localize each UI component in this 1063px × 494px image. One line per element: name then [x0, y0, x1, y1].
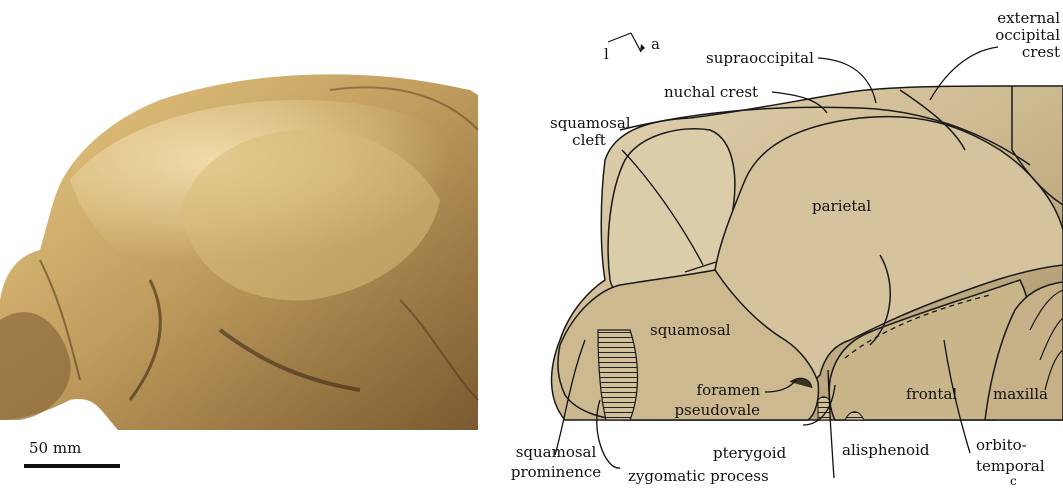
label-squamosal-prominence: squamosal prominence	[508, 444, 604, 481]
label-zygomatic-process: zygomatic process	[628, 468, 769, 485]
label-squamosal: squamosal	[650, 322, 731, 339]
label-maxilla: maxilla	[993, 386, 1048, 403]
label-frontal: frontal	[906, 386, 957, 403]
specimen-drawing	[552, 86, 1063, 420]
label-pterygoid: pterygoid	[713, 445, 786, 462]
label-squamosal-cleft: squamosal cleft	[550, 115, 628, 149]
specimen-photo	[0, 74, 478, 430]
label-orbitotemporal: orbito- temporal c	[976, 437, 1045, 490]
label-supraoccipital: supraoccipital	[706, 50, 814, 67]
scale-bar-label: 50 mm	[29, 440, 81, 457]
label-alisphenoid: alisphenoid	[842, 442, 929, 459]
label-nuchal-crest: nuchal crest	[664, 84, 758, 101]
label-external-occipital-crest: external occipital crest	[970, 10, 1060, 61]
orientation-indicator	[608, 33, 645, 52]
label-foramen-pseudovale: foramen pseudovale	[650, 382, 760, 419]
orientation-left-label: l	[604, 46, 609, 63]
label-parietal: parietal	[812, 198, 871, 215]
orientation-anterior-label: a	[651, 36, 660, 53]
